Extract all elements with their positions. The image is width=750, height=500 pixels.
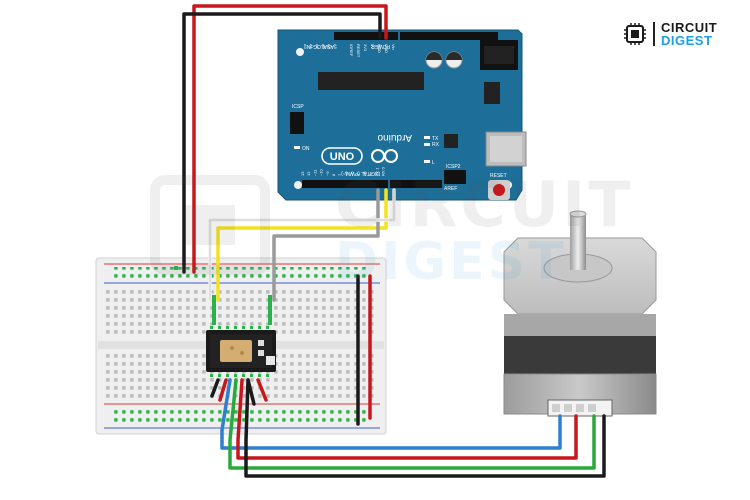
power-pin-label-3: 5V <box>370 44 375 49</box>
driver-vdd-jumper <box>256 378 268 402</box>
analog-pin-label-5: A5 <box>333 44 338 50</box>
arduino-uno-board: UNO Arduino POWER ANALOG IN DIGITAL (PWM… <box>277 29 527 201</box>
wire-coil-blue <box>220 378 562 450</box>
power-pin-label-2: 3V3 <box>363 44 368 52</box>
driver-vmot-jumper <box>218 378 228 402</box>
digital-pin-label-2: ~11 <box>312 169 317 176</box>
wires <box>182 4 606 478</box>
digital-pin-label-13: RX 0 <box>381 166 386 176</box>
stepper-motor <box>503 210 657 417</box>
analog-pin-label-2: A2 <box>315 44 320 50</box>
aref-label: AREF <box>444 186 457 192</box>
wire-coil-black <box>244 378 606 478</box>
digital-pin-label-6: 7 <box>337 173 342 176</box>
logo-line1: CIRCUIT <box>661 20 718 35</box>
wire-step-yellow <box>216 188 388 302</box>
digital-pin-label-8: ~5 <box>350 171 355 176</box>
driver-gnd-jumper <box>210 378 220 398</box>
power-pin-label-5: GND <box>384 44 389 53</box>
wire-gnd-black <box>182 12 382 274</box>
wire-dir-gray <box>272 188 380 302</box>
analog-pin-label-4: A4 <box>327 44 332 50</box>
rx-led-label: RX <box>432 142 440 148</box>
wire-coil-green <box>228 378 596 470</box>
tx-led-label: TX <box>432 136 439 142</box>
digital-pin-label-3: ~10 <box>319 168 324 176</box>
analog-header-label: ANALOG IN <box>306 43 334 49</box>
wire-5v-red <box>192 4 388 274</box>
logo-divider <box>653 22 655 46</box>
icsp-label: ICSP <box>292 104 304 110</box>
digital-pin-label-12: TX 1 <box>374 167 379 176</box>
digital-pin-label-4: ~9 <box>325 171 330 176</box>
on-led-label: ON <box>302 146 310 152</box>
wire-coil-red <box>236 378 578 460</box>
l-led-label: L <box>432 160 435 166</box>
icsp2-label: ICSP2 <box>446 164 461 170</box>
analog-pin-label-0: A0 <box>303 44 308 50</box>
power-pin-label-1: RESET <box>356 44 361 58</box>
power-pin-label-6: Vin <box>391 44 396 50</box>
analog-pin-label-1: A1 <box>309 44 314 50</box>
logo-line2: DIGEST <box>661 33 713 48</box>
digital-pin-label-0: 13 <box>300 171 305 176</box>
digital-pin-label-7: ~6 <box>343 171 348 176</box>
analog-pin-label-3: A3 <box>321 44 326 50</box>
power-pin-label-4: GND <box>377 44 382 53</box>
digital-pin-label-1: 12 <box>306 171 311 176</box>
stepper-driver-module <box>206 326 276 377</box>
wire-enable-white-outline <box>209 189 395 301</box>
digital-pin-label-9: 4 <box>356 173 361 176</box>
digital-pin-label-11: 2 <box>368 173 373 176</box>
chip-icon <box>624 23 646 45</box>
power-header-label: POWER <box>371 43 390 49</box>
digital-pin-label-10: ~3 <box>362 171 367 176</box>
board-model-label: UNO <box>330 151 355 163</box>
circuit-digest-logo: CIRCUIT DIGEST <box>623 18 741 50</box>
digital-pin-label-5: 8 <box>331 173 336 176</box>
board-brand-label: Arduino <box>377 132 412 143</box>
reset-label: RESET <box>490 173 507 179</box>
digital-header-label: DIGITAL (PWM~) <box>341 170 380 176</box>
power-pin-label-0: IOREF <box>349 44 354 57</box>
